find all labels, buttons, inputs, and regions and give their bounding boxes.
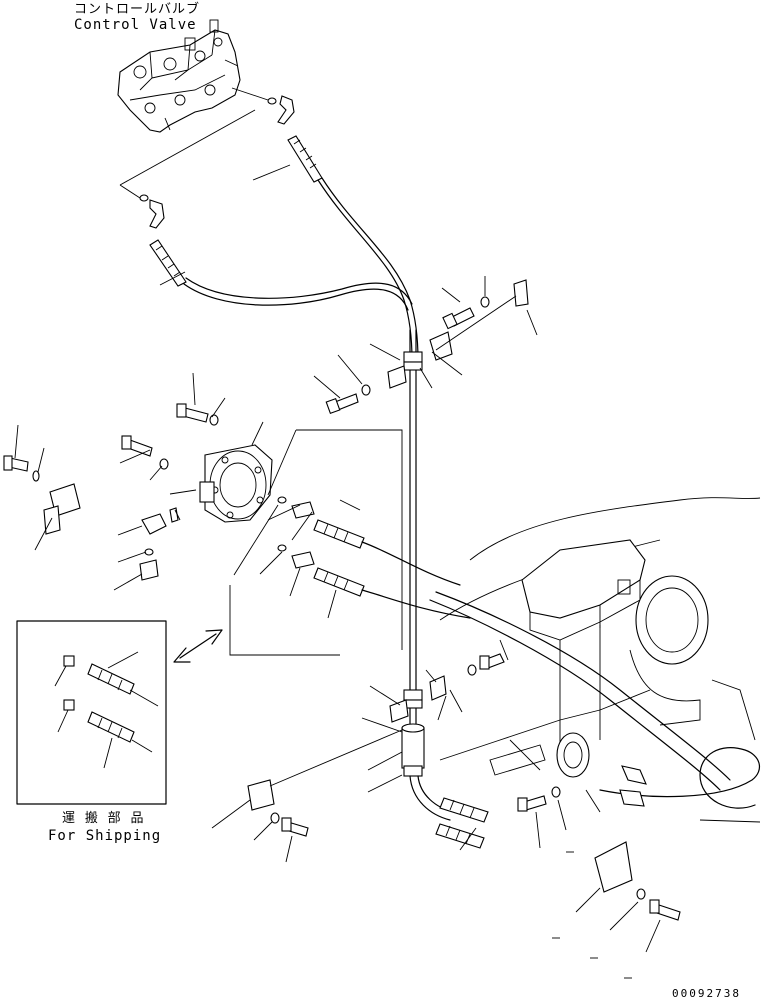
swivel-housing xyxy=(199,444,273,523)
machine-frame xyxy=(429,497,761,921)
control-valve-label-en: Control Valve xyxy=(74,17,197,33)
double-arrow-icon xyxy=(173,629,223,663)
shipping-label-en: For Shipping xyxy=(48,828,162,844)
drawing-number: 00092738 xyxy=(672,987,741,1000)
shipping-label-jp: 運 搬 部 品 xyxy=(62,811,145,826)
control-valve xyxy=(117,19,241,133)
filter-assembly xyxy=(401,723,489,849)
shipping-inset xyxy=(16,620,167,805)
control-valve-label-jp: コントロールバルブ xyxy=(74,2,201,17)
